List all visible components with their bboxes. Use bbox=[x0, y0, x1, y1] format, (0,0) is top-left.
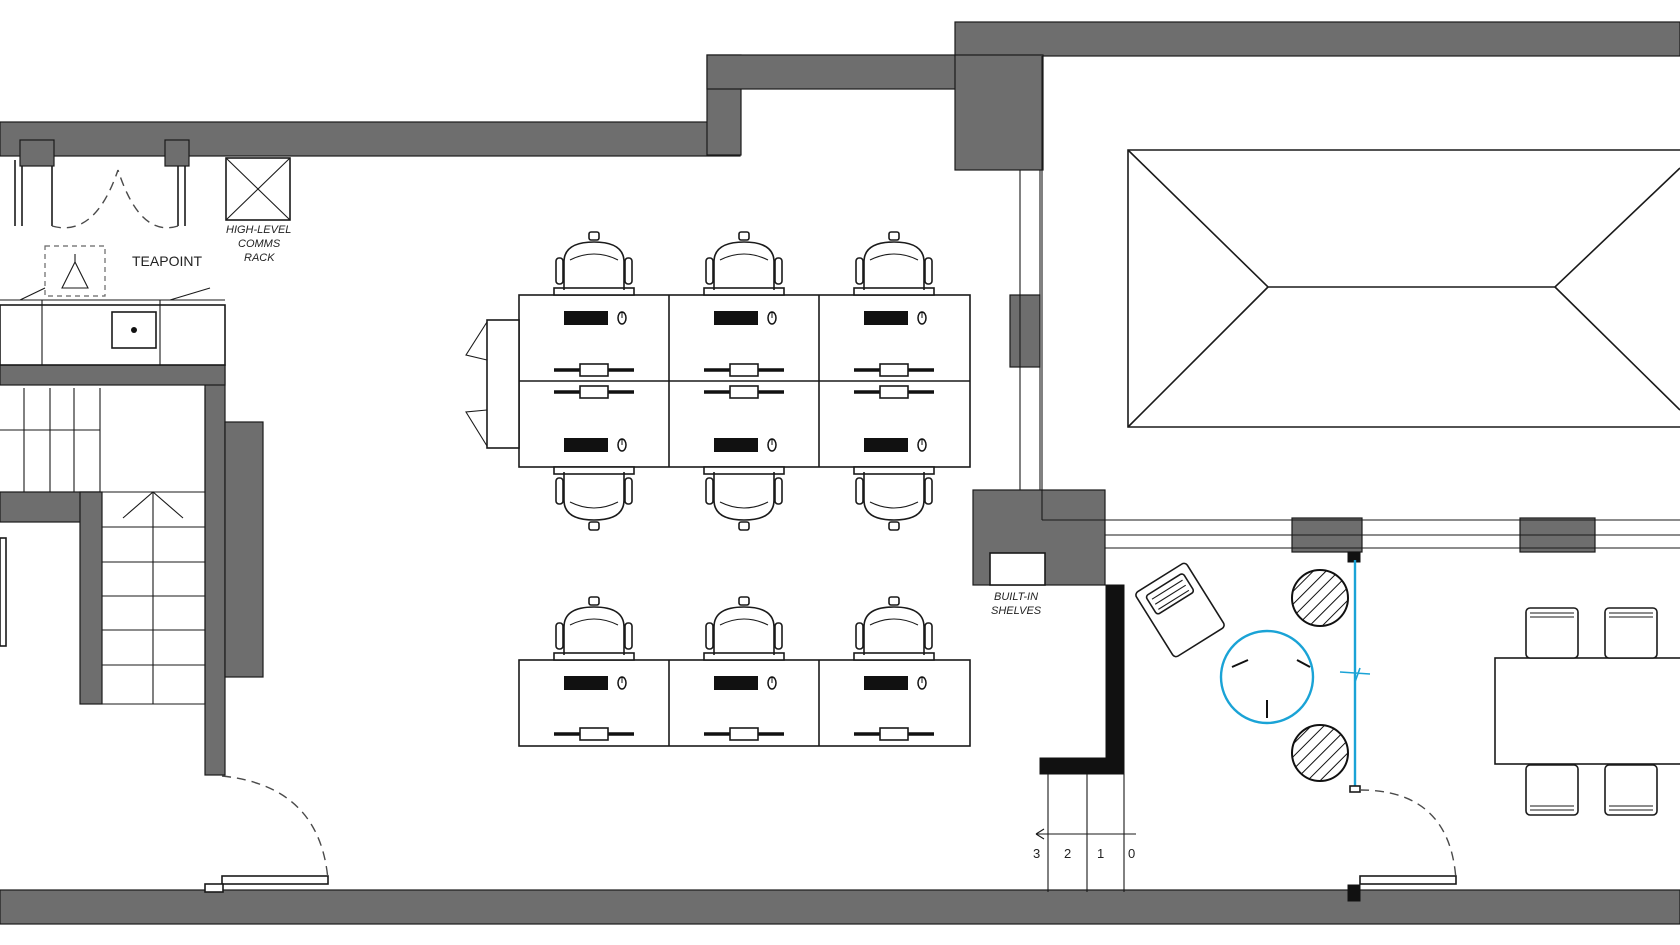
stair-core-top bbox=[0, 364, 226, 386]
staircase-left bbox=[0, 388, 206, 705]
dining-chair-icon bbox=[1525, 764, 1579, 816]
step-number: 1 bbox=[1097, 846, 1104, 861]
meeting-room-wall bbox=[1105, 584, 1125, 766]
office-chair-icon bbox=[553, 596, 635, 661]
step-number: 0 bbox=[1128, 846, 1135, 861]
step-number: 2 bbox=[1064, 846, 1071, 861]
window-mullion bbox=[1009, 294, 1041, 368]
teapoint-area: TEAPOINT bbox=[0, 245, 226, 366]
shelves-label-1: BUILT-IN bbox=[994, 591, 1038, 603]
stool-icon bbox=[1291, 569, 1349, 627]
armchair-icon bbox=[1135, 562, 1225, 658]
dining-chair-icon bbox=[1604, 607, 1658, 659]
breakout-room bbox=[1135, 560, 1457, 885]
office-chair-icon bbox=[703, 231, 785, 296]
meeting-table-area bbox=[1494, 607, 1680, 816]
comms-rack-label-2: COMMS bbox=[238, 238, 281, 250]
office-chair-icon bbox=[703, 596, 785, 661]
dining-chair-icon bbox=[1525, 607, 1579, 659]
workstation-cluster-1 bbox=[465, 231, 971, 531]
inner-wall-left bbox=[204, 364, 226, 776]
office-chair-icon bbox=[553, 231, 635, 296]
comms-rack: HIGH-LEVEL COMMS RACK bbox=[225, 157, 291, 264]
storage-unit bbox=[486, 319, 520, 449]
door-jamb-south bbox=[1347, 884, 1361, 902]
office-chair-icon bbox=[703, 466, 785, 531]
teapoint-label: TEAPOINT bbox=[132, 253, 202, 269]
office-chair-icon bbox=[553, 466, 635, 531]
office-chair-icon bbox=[853, 596, 935, 661]
step-number: 3 bbox=[1033, 846, 1040, 861]
office-chair-icon bbox=[853, 231, 935, 296]
steps: 3 2 1 0 bbox=[1033, 774, 1136, 892]
north-wall-right bbox=[954, 21, 1680, 57]
round-table-icon bbox=[1219, 629, 1315, 725]
stair-landing-wall bbox=[1039, 757, 1125, 775]
stair-core-right bbox=[79, 491, 103, 705]
north-wall-pier bbox=[954, 54, 1044, 171]
office-chair-icon bbox=[853, 466, 935, 531]
workstation-cluster-2 bbox=[518, 596, 971, 747]
meeting-table bbox=[1494, 657, 1680, 765]
dining-chair-icon bbox=[1604, 764, 1658, 816]
entrance-door bbox=[204, 775, 329, 893]
skylight bbox=[1127, 149, 1680, 428]
inner-wall-left-pier bbox=[224, 421, 264, 678]
shelves-label-2: SHELVES bbox=[991, 605, 1042, 617]
comms-rack-label-3: RACK bbox=[244, 252, 275, 264]
comms-rack-label-1: HIGH-LEVEL bbox=[226, 224, 291, 236]
south-wall bbox=[0, 889, 1680, 925]
north-wall-left bbox=[0, 121, 741, 157]
built-in-shelves: BUILT-IN SHELVES bbox=[989, 552, 1046, 617]
stool-icon bbox=[1291, 724, 1349, 782]
double-door-teapoint bbox=[14, 139, 190, 229]
